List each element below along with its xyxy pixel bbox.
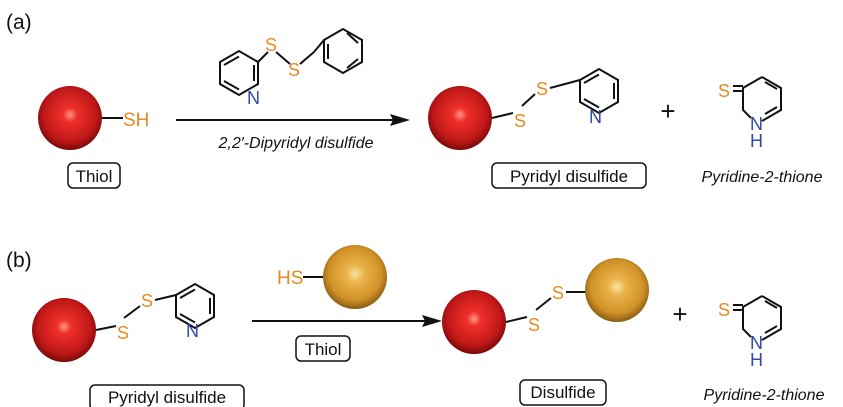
plus-sign: +	[660, 96, 675, 126]
panel-b-pyridine-2-thione: S N H Pyridine-2-thione	[704, 295, 825, 404]
panel-a-tag: (a)	[6, 11, 32, 34]
pyridine-ring	[323, 27, 363, 75]
sulfur-atom: S	[552, 283, 564, 303]
gold-bead	[585, 258, 649, 322]
nitrogen-atom: N	[589, 107, 602, 127]
byproduct-name: Pyridine-2-thione	[704, 387, 825, 404]
bond	[257, 51, 269, 63]
byproduct-name: Pyridine-2-thione	[702, 169, 823, 186]
panel-b-pyridyl-disulfide-reactant: S S N Pyridyl disulfide	[32, 282, 245, 407]
sulfur-atom: S	[536, 79, 548, 99]
thiol-group-label: SH	[123, 110, 149, 131]
reactant-label: Thiol	[76, 167, 113, 186]
panel-b-tag: (b)	[6, 249, 32, 272]
sulfur-atom: S	[265, 35, 277, 55]
bond	[505, 316, 528, 323]
arrow-head	[422, 315, 442, 327]
label-box	[67, 162, 121, 189]
gold-bead	[323, 245, 387, 309]
ring-double-bonds	[179, 288, 211, 324]
ring-double-bonds	[327, 32, 359, 69]
sulfur-atom: S	[528, 315, 540, 335]
label-box	[89, 384, 245, 407]
sulfur-atom: S	[288, 60, 300, 80]
pyridine-ring	[219, 49, 259, 97]
sulfur-atom: S	[718, 300, 730, 320]
nitrogen-atom: N	[750, 114, 763, 134]
ring-double-bonds	[223, 55, 255, 91]
hydrogen-atom: H	[750, 350, 763, 370]
panel-b-reaction-arrow: Thiol	[252, 315, 442, 362]
thione-double-bond	[733, 85, 743, 92]
ring-double-bonds	[764, 300, 778, 334]
bond	[521, 93, 536, 107]
red-bead	[428, 86, 492, 150]
panel-b-thiol-reagent: HS	[277, 245, 387, 309]
panel-b-disulfide-product: S S Disulfide	[442, 258, 649, 406]
sulfur-atom: S	[117, 323, 129, 343]
bond	[313, 39, 325, 53]
bond	[275, 51, 291, 65]
thiol-group-label: HS	[277, 268, 303, 289]
ring-double-bonds	[764, 81, 778, 115]
nitrogen-atom: N	[750, 333, 763, 353]
thione-double-bond	[733, 304, 743, 311]
nitrogen-atom: N	[186, 321, 199, 341]
nitrogen-atom: N	[247, 88, 260, 108]
ring-double-bonds	[583, 73, 615, 109]
thione-ring	[742, 295, 782, 341]
panel-a-dipyridyl-disulfide-reagent: S S N	[219, 27, 363, 108]
hydrogen-atom: H	[750, 131, 763, 151]
reagent-name: 2,2′-Dipyridyl disulfide	[217, 135, 373, 152]
panel-a-thiol-reactant: SH Thiol	[38, 86, 149, 189]
pyridine-ring	[175, 282, 215, 330]
sulfur-atom: S	[141, 291, 153, 311]
reactant-label: Pyridyl disulfide	[108, 388, 226, 407]
panel-a-pyridyl-disulfide-product: S S N Pyridyl disulfide	[428, 67, 647, 189]
thione-ring	[742, 76, 782, 122]
label-box	[295, 335, 351, 362]
bond	[299, 51, 315, 65]
bond	[95, 325, 117, 331]
arrow-head	[390, 114, 410, 126]
pyridine-ring	[579, 67, 619, 115]
panel-b: (b) S S N Pyridyl disulfide HS Thiol	[6, 245, 825, 407]
bond	[549, 79, 581, 89]
bond	[491, 112, 514, 119]
panel-a-pyridine-2-thione: S N H Pyridine-2-thione	[702, 76, 823, 186]
product-label: Disulfide	[530, 383, 595, 402]
bond	[535, 297, 552, 311]
red-bead	[442, 290, 506, 354]
product-label: Pyridyl disulfide	[510, 167, 628, 186]
panel-a: (a) SH Thiol S S N 2,2′-Dipyri	[6, 11, 823, 189]
label-box	[491, 162, 647, 189]
sulfur-atom: S	[718, 81, 730, 101]
red-bead	[32, 298, 96, 362]
reagent-label: Thiol	[305, 340, 342, 359]
bond	[154, 294, 177, 301]
sulfur-atom: S	[514, 111, 526, 131]
label-box	[519, 379, 607, 406]
red-bead	[38, 86, 102, 150]
plus-sign: +	[672, 299, 687, 329]
bond	[123, 305, 141, 319]
panel-a-reaction-arrow: 2,2′-Dipyridyl disulfide	[176, 114, 410, 152]
